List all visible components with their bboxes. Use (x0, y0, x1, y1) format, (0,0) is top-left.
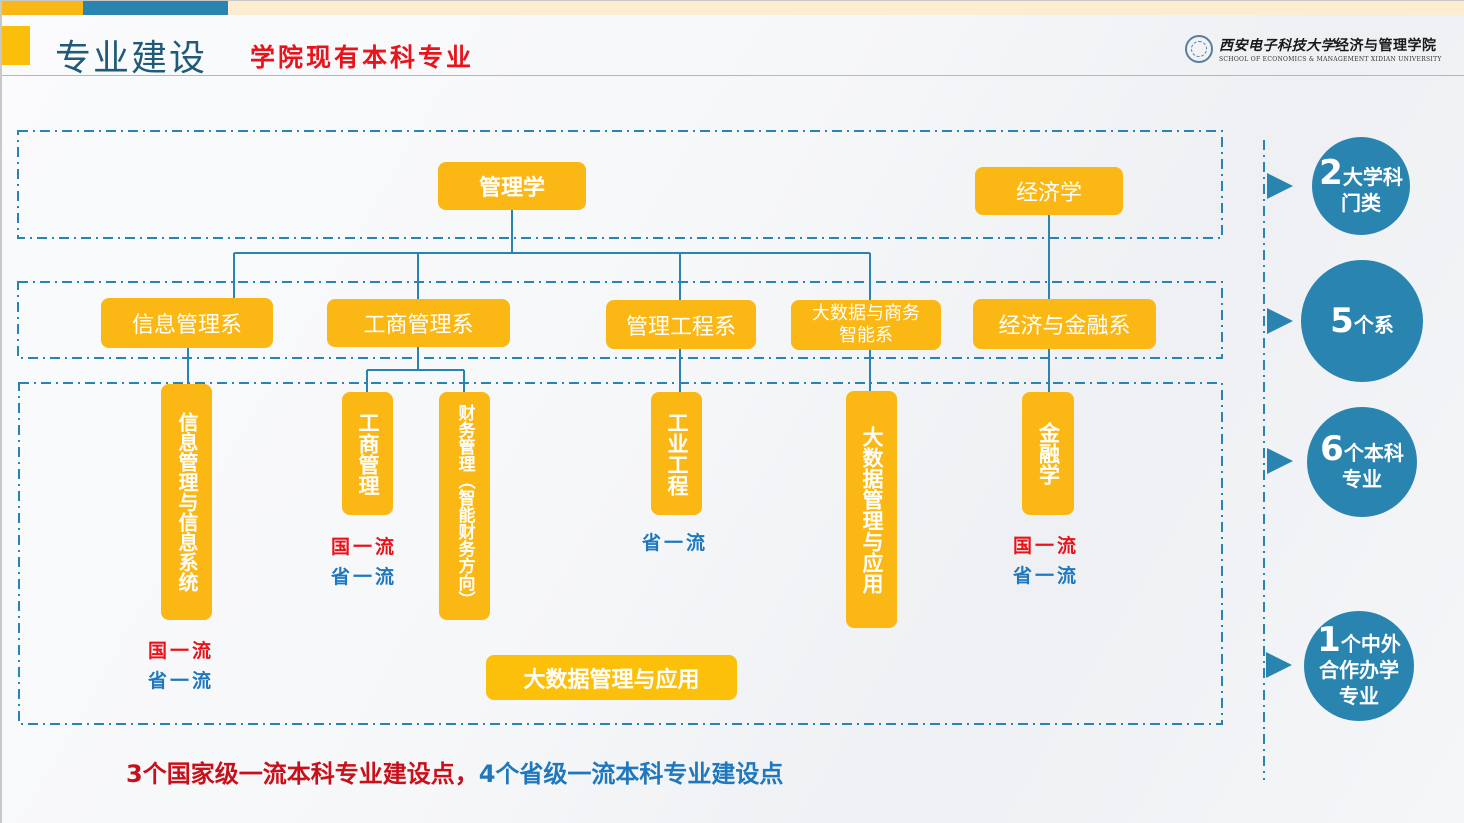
arrow-right-icon (1266, 652, 1292, 678)
rank-provincial-finance: 省一流 (1013, 565, 1080, 587)
page-title: 专业建设 (55, 38, 208, 79)
rank-national-business-admin: 国一流 (331, 536, 398, 558)
dept-business-administration[interactable]: 工商管理系 (327, 299, 510, 347)
stat-text: 个系 (1353, 313, 1394, 337)
discipline-management[interactable]: 管理学 (438, 162, 586, 210)
rank-national-finance: 国一流 (1013, 535, 1080, 557)
top-bar-orange-segment (2, 1, 83, 15)
top-bar-cream-segment (228, 1, 1464, 15)
summary-national: 3个国家级一流本科专业建设点， (126, 760, 479, 788)
stat-text: 个中外 (1340, 632, 1401, 656)
rank-national-info-systems: 国一流 (148, 640, 215, 662)
sino-foreign-major-bigdata[interactable]: 大数据管理与应用 (486, 655, 737, 700)
frame-border-left (0, 0, 2, 823)
stat-number: 1 (1317, 620, 1341, 660)
university-logo: 西安电子科技大学经济与管理学院 SCHOOL OF ECONOMICS & MA… (1185, 35, 1442, 63)
page-subtitle: 学院现有本科专业 (250, 43, 475, 72)
dept-bigdata-business-intelligence[interactable]: 大数据与商务智能系 (791, 300, 941, 350)
logo-university-name: 西安电子科技大学 (1219, 38, 1335, 54)
major-information-management-systems[interactable]: 信息管理与信息系统 (161, 384, 212, 620)
top-color-bar (2, 1, 1464, 15)
university-seal-icon (1185, 35, 1213, 63)
title-accent-square (2, 26, 30, 65)
logo-text: 西安电子科技大学经济与管理学院 SCHOOL OF ECONOMICS & MA… (1219, 35, 1442, 63)
logo-cn: 西安电子科技大学经济与管理学院 (1219, 35, 1442, 55)
stat-text: 大学科 (1342, 165, 1403, 189)
stat-text: 专业 (1339, 684, 1379, 708)
discipline-economics[interactable]: 经济学 (975, 167, 1123, 215)
arrow-right-icon (1267, 448, 1293, 474)
major-finance[interactable]: 金融学 (1022, 392, 1074, 515)
stat-number: 5 (1330, 301, 1354, 341)
title-divider (2, 75, 1464, 76)
rank-provincial-industrial-engineering: 省一流 (642, 532, 709, 554)
logo-english-name: SCHOOL OF ECONOMICS & MANAGEMENT XIDIAN … (1219, 56, 1442, 63)
summary-line: 3个国家级一流本科专业建设点，4个省级一流本科专业建设点 (126, 754, 783, 789)
stat-number: 6 (1320, 429, 1344, 469)
dept-economics-finance[interactable]: 经济与金融系 (973, 299, 1156, 349)
major-bigdata-management[interactable]: 大数据管理与应用 (846, 391, 897, 628)
major-financial-management[interactable]: 财务管理（智能财务方向） (439, 392, 490, 620)
arrow-right-icon (1267, 308, 1293, 334)
rank-provincial-info-systems: 省一流 (148, 670, 215, 692)
summary-provincial: 4个省级一流本科专业建设点 (478, 760, 784, 788)
stat-number: 2 (1319, 153, 1343, 193)
stat-text: 合作办学 (1319, 658, 1399, 682)
stat-text: 门类 (1341, 191, 1381, 215)
top-bar-blue-segment (83, 1, 228, 15)
dept-management-engineering[interactable]: 管理工程系 (606, 300, 756, 349)
logo-school-name: 经济与管理学院 (1335, 38, 1437, 54)
stat-text: 专业 (1342, 467, 1382, 491)
dept-information-management[interactable]: 信息管理系 (101, 298, 273, 348)
frame-border-top (0, 0, 1464, 1)
major-industrial-engineering[interactable]: 工业工程 (651, 392, 702, 515)
stat-text: 个本科 (1343, 441, 1404, 465)
rank-provincial-business-admin: 省一流 (331, 566, 398, 588)
major-business-administration[interactable]: 工商管理 (342, 392, 393, 515)
arrow-right-icon (1267, 173, 1293, 199)
